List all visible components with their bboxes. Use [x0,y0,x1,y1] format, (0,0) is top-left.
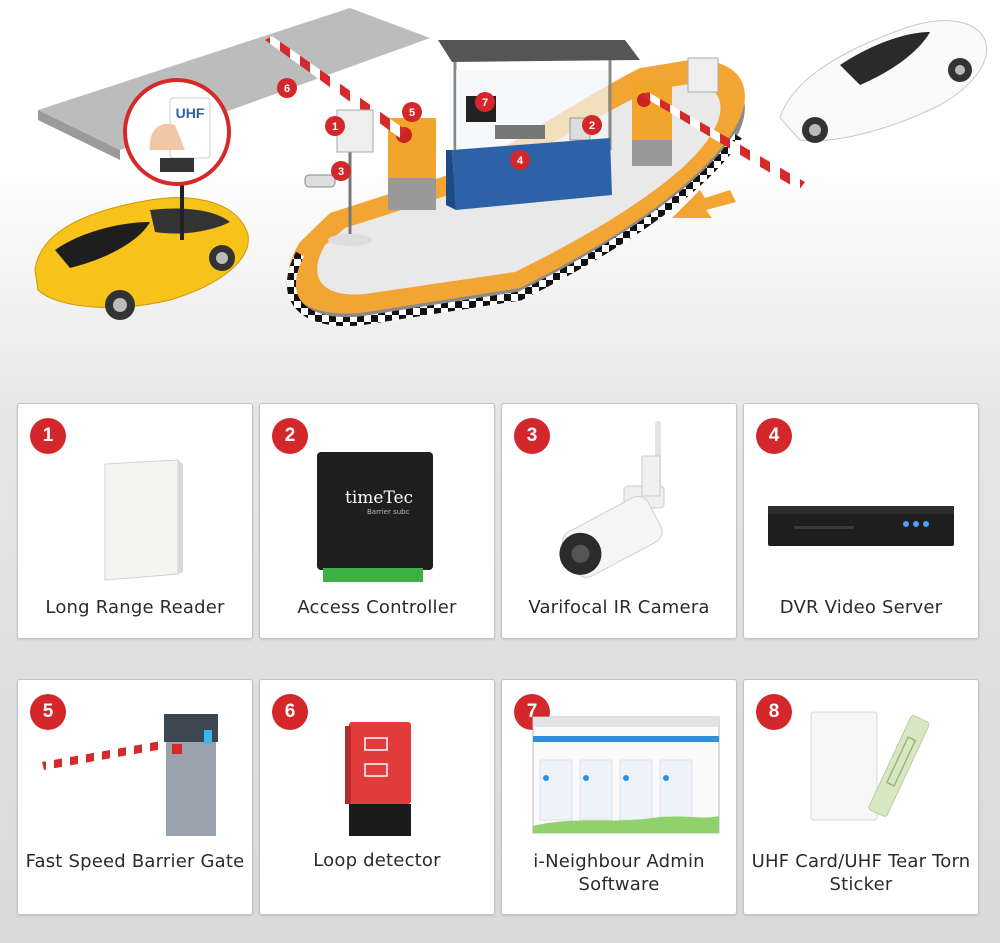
loop-detector-icon [345,722,411,836]
parking-scene-illustration: UHF 1 2 3 4 5 6 7 [34,8,987,327]
card-number-badge: 5 [30,694,66,730]
svg-text:5: 5 [409,107,415,119]
card-barrier-gate: 5 Fast Speed Barrier Gate [17,679,253,915]
ir-camera-icon [559,421,665,578]
scene-marker-6: 6 [277,78,297,98]
card-label: i-Neighbour Admin Software [533,851,705,895]
card-number-badge: 2 [272,418,308,454]
controller-brand-text: timeTec [345,488,414,508]
card-label: Access Controller [297,597,457,618]
security-booth [438,40,640,210]
uhf-card-sticker-icon [810,711,929,821]
svg-text:4: 4 [517,155,524,167]
admin-software-screenshot-icon [532,716,720,834]
svg-text:6: 6 [284,83,290,95]
card-dvr: 4 DVR Video Server [743,403,979,639]
card-access-controller: 2 timeTec Barrier subc Access Controller [259,403,495,639]
dvr-icon [768,506,954,546]
svg-text:7: 7 [482,97,488,109]
svg-text:1: 1 [332,121,338,133]
barrier-gate-icon [42,714,218,836]
card-ir-camera: 3 Varifocal IR Camera [501,403,737,639]
card-label: Loop detector [313,850,441,871]
long-range-reader-icon [104,459,183,581]
card-number-badge: 4 [756,418,792,454]
card-label: Varifocal IR Camera [528,597,710,618]
card-number-badge: 1 [30,418,66,454]
card-number-badge: 3 [514,418,550,454]
scene-marker-7: 7 [475,92,495,112]
card-loop-detector: 6 Loop detector [259,679,495,915]
access-controller-icon: timeTec Barrier subc [317,452,435,584]
card-number-badge: 6 [272,694,308,730]
controller-model-text: Barrier subc [367,508,410,516]
scene-marker-5: 5 [402,102,422,122]
card-label: Long Range Reader [45,597,225,618]
card-label: DVR Video Server [779,597,943,618]
yellow-car [34,180,249,320]
card-label: UHF Card/UHF Tear Torn Sticker [751,851,971,895]
card-label: Fast Speed Barrier Gate [25,851,245,872]
white-car [779,20,987,143]
svg-text:2: 2 [589,120,595,132]
card-uhf-card: 8 UHF Card/UHF Tear Torn Sticker [743,679,979,915]
card-long-range-reader: 1 Long Range Reader [17,403,253,639]
scene-marker-4: 4 [510,150,530,170]
svg-text:3: 3 [338,166,344,178]
scene-marker-3: 3 [331,161,351,181]
uhf-sign-text: UHF [176,105,205,121]
direction-arrow-icon [672,190,736,218]
scene-marker-2: 2 [582,115,602,135]
uhf-callout: UHF [123,78,231,186]
right-barrier-gate [632,82,805,190]
scene-marker-1: 1 [325,116,345,136]
card-admin-software: 7 i-Neighbour Admin Software [501,679,737,915]
card-number-badge: 8 [756,694,792,730]
